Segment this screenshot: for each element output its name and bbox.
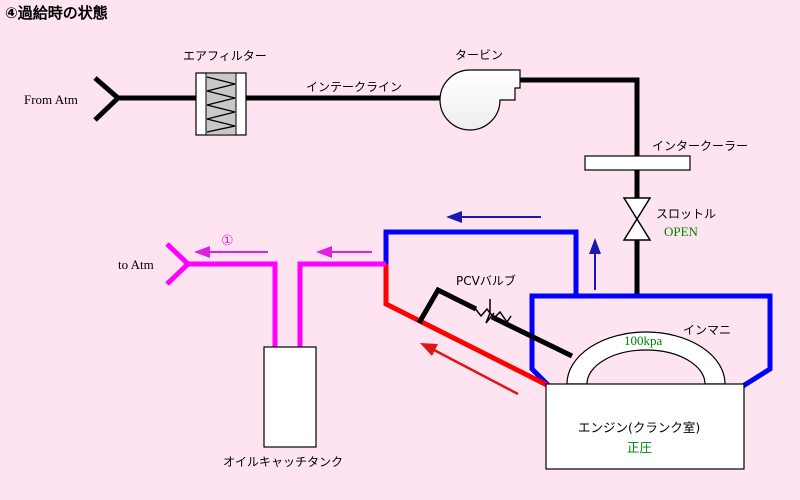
throttle-valve [622, 197, 652, 241]
turbine [439, 69, 521, 131]
intake-pipes [93, 76, 640, 296]
intercooler [584, 155, 691, 171]
combustion-chamber [566, 331, 726, 385]
pcv-line [416, 286, 574, 359]
intake-line-label: インテークライン [306, 80, 402, 94]
pcv-valve-label: PCVバルブ [456, 273, 516, 288]
throttle-label: スロットル [656, 207, 716, 221]
turbine-label: タービン [455, 48, 503, 62]
intake-manifold-label: インマニ [683, 323, 731, 337]
catch-tank-label: オイルキャッチタンク [223, 455, 343, 469]
flow-marker: ① [221, 233, 234, 249]
pressure-value: 100kpa [624, 333, 663, 348]
breather-hose-red [383, 264, 551, 389]
flow-arrow-magenta-right [316, 246, 372, 258]
intercooler-label: インタークーラー [652, 139, 748, 153]
flow-arrow-magenta-left [194, 246, 268, 258]
flow-arrow-blue-top [446, 211, 541, 223]
engine-crankcase [545, 383, 745, 470]
pcv-valve [473, 299, 512, 326]
throttle-state: OPEN [664, 224, 699, 239]
intake-manifold [529, 293, 773, 389]
diagram-title: ④過給時の状態 [5, 4, 108, 22]
to-atm-label: to Atm [118, 257, 154, 272]
breather-hose-blue [383, 229, 579, 296]
flow-arrow-blue-up [589, 238, 601, 290]
from-atm-label: From Atm [24, 92, 78, 107]
engine-label: エンジン(クランク室) [578, 420, 700, 435]
air-filter [195, 72, 247, 136]
engine-state: 正圧 [627, 440, 652, 455]
flow-arrow-red [420, 343, 519, 396]
catch-tank [263, 346, 317, 448]
air-filter-label: エアフィルター [183, 49, 267, 63]
